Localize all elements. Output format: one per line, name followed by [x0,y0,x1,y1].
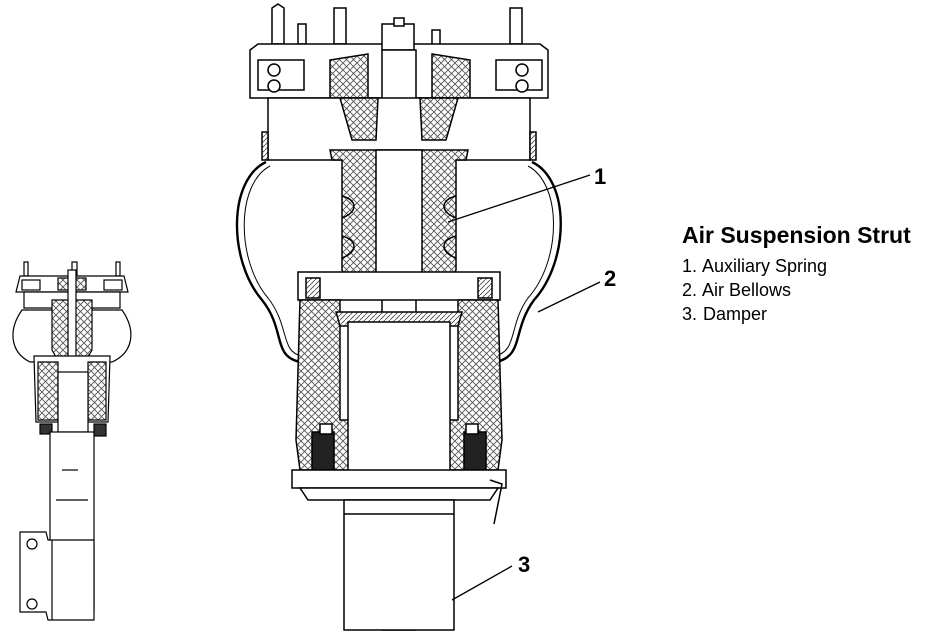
legend-item-number: 2. [682,280,698,300]
callout-2: 2 [604,266,616,291]
leader-line-3 [451,565,513,601]
overview-strut [12,261,132,621]
callout-1: 1 [594,164,606,189]
leader-line-1 [447,174,591,223]
legend-list: 1. Auxiliary Spring 2. Air Bellows 3. Da… [682,254,911,326]
legend-item: 3. Damper [682,302,911,326]
legend-item-number: 1. [682,256,698,276]
leader-lines [447,174,601,601]
legend-item-label: Auxiliary Spring [702,256,828,276]
legend-item-label: Air Bellows [702,280,792,300]
legend-item-number: 3. [682,304,698,324]
legend-item-label: Damper [703,304,768,324]
callout-3: 3 [518,552,530,577]
leader-line-2 [537,281,601,313]
legend: Air Suspension Strut 1. Auxiliary Spring… [682,222,911,326]
legend-item: 1. Auxiliary Spring [682,254,911,278]
legend-title: Air Suspension Strut [682,222,911,248]
legend-item: 2. Air Bellows [682,278,911,302]
section-strut [235,3,562,631]
